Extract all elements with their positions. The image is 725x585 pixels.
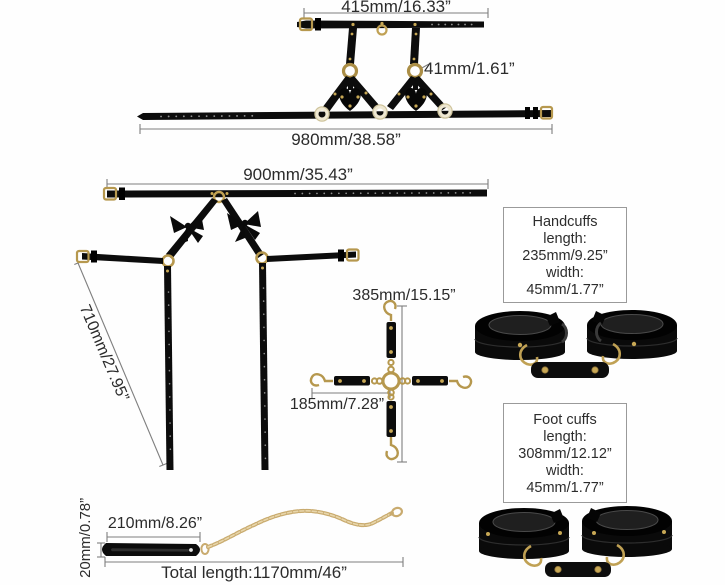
waist-harness-illustration: [75, 186, 487, 470]
leash-clasp: [391, 506, 403, 518]
bow-right: [227, 211, 261, 242]
leash-illustration: [102, 506, 403, 556]
hogtie-cross-illustration: [309, 299, 473, 461]
leash-handle-length-label: 210mm/8.26”: [107, 515, 203, 532]
handcuffs-illustration: [474, 310, 678, 378]
leash-chain: [206, 508, 394, 549]
waist-belt-length-label: 900mm/35.43”: [243, 165, 353, 184]
foot-cuffs-width-caption: width:: [546, 463, 584, 479]
hogtie-horizontal-label: 185mm/7.28”: [289, 396, 385, 413]
foot-cuffs-width-value: 45mm/1.77”: [526, 480, 604, 496]
leash-strap-width-label: 20mm/0.78”: [77, 497, 95, 578]
foot-cuffs-spec-box: Foot cuffs length: 308mm/12.12” width: 4…: [503, 403, 627, 503]
dimension-lines: [74, 8, 553, 567]
bow-left: [170, 214, 204, 245]
foot-cuffs-length-caption: length:: [543, 429, 587, 445]
bra-belt-length-label: 980mm/38.58”: [291, 130, 401, 149]
bra-top-width-label: 415mm/16.33”: [341, 0, 451, 16]
handcuffs-width-value: 45mm/1.77”: [526, 282, 604, 298]
bra-ring-label: 41mm/1.61”: [424, 59, 515, 78]
bra-harness-illustration: [137, 17, 554, 122]
handcuffs-length-value: 235mm/9.25”: [522, 248, 608, 264]
handcuffs-width-caption: width:: [546, 265, 584, 281]
handcuffs-title: Handcuffs: [532, 214, 598, 230]
hogtie-vertical-label: 385mm/15.15”: [352, 287, 456, 304]
handcuffs-spec-box: Handcuffs length: 235mm/9.25” width: 45m…: [503, 207, 627, 303]
foot-cuffs-title: Foot cuffs: [533, 412, 597, 428]
handcuffs-length-caption: length:: [543, 231, 587, 247]
foot-cuffs-length-value: 308mm/12.12”: [518, 446, 612, 462]
foot-cuffs-illustration: [478, 506, 673, 577]
leash-total-length-label: Total length:1170mm/46”: [161, 563, 347, 582]
